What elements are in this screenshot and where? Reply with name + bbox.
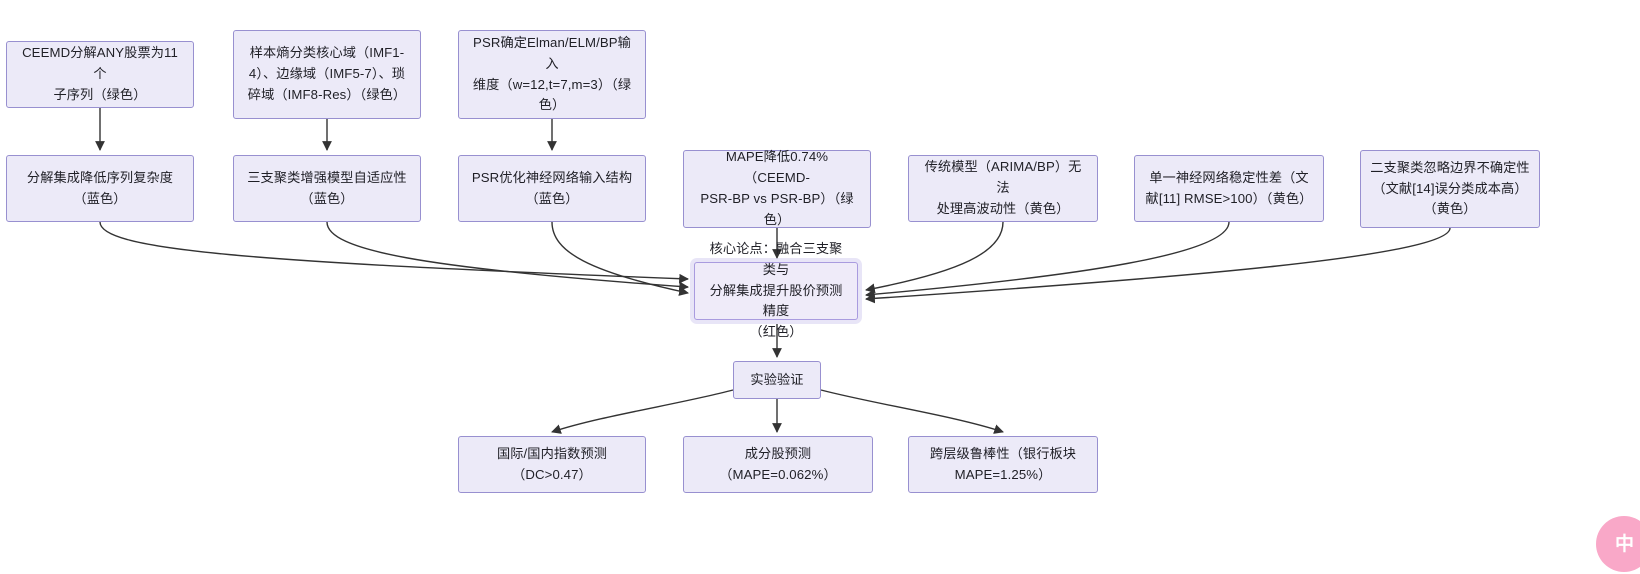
node-traditional-model-gap[interactable]: 传统模型（ARIMA/BP）无法 处理高波动性（黄色）	[908, 155, 1098, 222]
edge-traditional-to-core	[865, 221, 1004, 294]
node-psr-optimize[interactable]: PSR优化神经网络输入结构 （蓝色）	[458, 155, 646, 222]
edge-validation-to-robustness	[820, 389, 1004, 434]
edge-two-way-to-core	[865, 227, 1451, 304]
watermark-badge: 中	[1596, 516, 1640, 572]
node-label: 国际/国内指数预测 （DC>0.47）	[496, 445, 608, 482]
node-label: PSR确定Elman/ELM/BP输入 维度（w=12,t=7,m=3）（绿 色…	[472, 34, 632, 113]
node-experimental-validation[interactable]: 实验验证	[733, 361, 821, 399]
node-label: 成分股预测 （MAPE=0.062%）	[719, 445, 837, 482]
node-label: 核心论点：融合三支聚类与 分解集成提升股价预测精度 （红色）	[709, 240, 843, 340]
node-label: CEEMD分解ANY股票为11个 子序列（绿色）	[22, 45, 178, 102]
node-ceemd-decompose[interactable]: CEEMD分解ANY股票为11个 子序列（绿色）	[6, 41, 194, 108]
edge-complexity-to-core	[99, 221, 689, 284]
node-label: 单一神经网络稳定性差（文 献[11] RMSE>100）（黄色）	[1145, 169, 1313, 206]
node-psr-dimension[interactable]: PSR确定Elman/ELM/BP输入 维度（w=12,t=7,m=3）（绿 色…	[458, 30, 646, 119]
node-cross-level-robustness[interactable]: 跨层级鲁棒性（银行板块 MAPE=1.25%）	[908, 436, 1098, 493]
edge-validation-to-index	[551, 389, 734, 434]
edge-adaptive-to-core	[326, 221, 689, 292]
edge-single-nn-to-core	[865, 221, 1230, 300]
node-decompose-complexity[interactable]: 分解集成降低序列复杂度 （蓝色）	[6, 155, 194, 222]
node-core-claim[interactable]: 核心论点：融合三支聚类与 分解集成提升股价预测精度 （红色）	[694, 241, 858, 339]
node-label: 三支聚类增强模型自适应性 （蓝色）	[247, 169, 407, 206]
node-index-forecast[interactable]: 国际/国内指数预测 （DC>0.47）	[458, 436, 646, 493]
node-label: 样本熵分类核心域（IMF1- 4）、边缘域（IMF5-7）、琐 碎域（IMF8-…	[247, 45, 407, 102]
node-label: PSR优化神经网络输入结构 （蓝色）	[471, 169, 633, 206]
node-three-way-adaptive[interactable]: 三支聚类增强模型自适应性 （蓝色）	[233, 155, 421, 222]
node-single-nn-instability[interactable]: 单一神经网络稳定性差（文 献[11] RMSE>100）（黄色）	[1134, 155, 1324, 222]
node-label: 二支聚类忽略边界不确定性 （文献[14]误分类成本高） （黄色）	[1370, 159, 1530, 217]
node-two-way-clustering-gap[interactable]: 二支聚类忽略边界不确定性 （文献[14]误分类成本高） （黄色）	[1360, 150, 1540, 228]
node-label: 传统模型（ARIMA/BP）无法 处理高波动性（黄色）	[924, 159, 1082, 216]
node-mape-reduction[interactable]: MAPE降低0.74%（CEEMD- PSR-BP vs PSR-BP）（绿 色…	[683, 149, 871, 228]
node-label: 实验验证	[750, 371, 804, 387]
watermark-text: 中	[1614, 533, 1634, 555]
node-label: 分解集成降低序列复杂度 （蓝色）	[26, 169, 174, 206]
node-sample-entropy[interactable]: 样本熵分类核心域（IMF1- 4）、边缘域（IMF5-7）、琐 碎域（IMF8-…	[233, 30, 421, 119]
node-constituent-stock-forecast[interactable]: 成分股预测 （MAPE=0.062%）	[683, 436, 873, 493]
edge-optimize-to-core	[551, 221, 689, 296]
node-label: 跨层级鲁棒性（银行板块 MAPE=1.25%）	[929, 445, 1077, 482]
node-label: MAPE降低0.74%（CEEMD- PSR-BP vs PSR-BP）（绿 色…	[700, 149, 854, 227]
